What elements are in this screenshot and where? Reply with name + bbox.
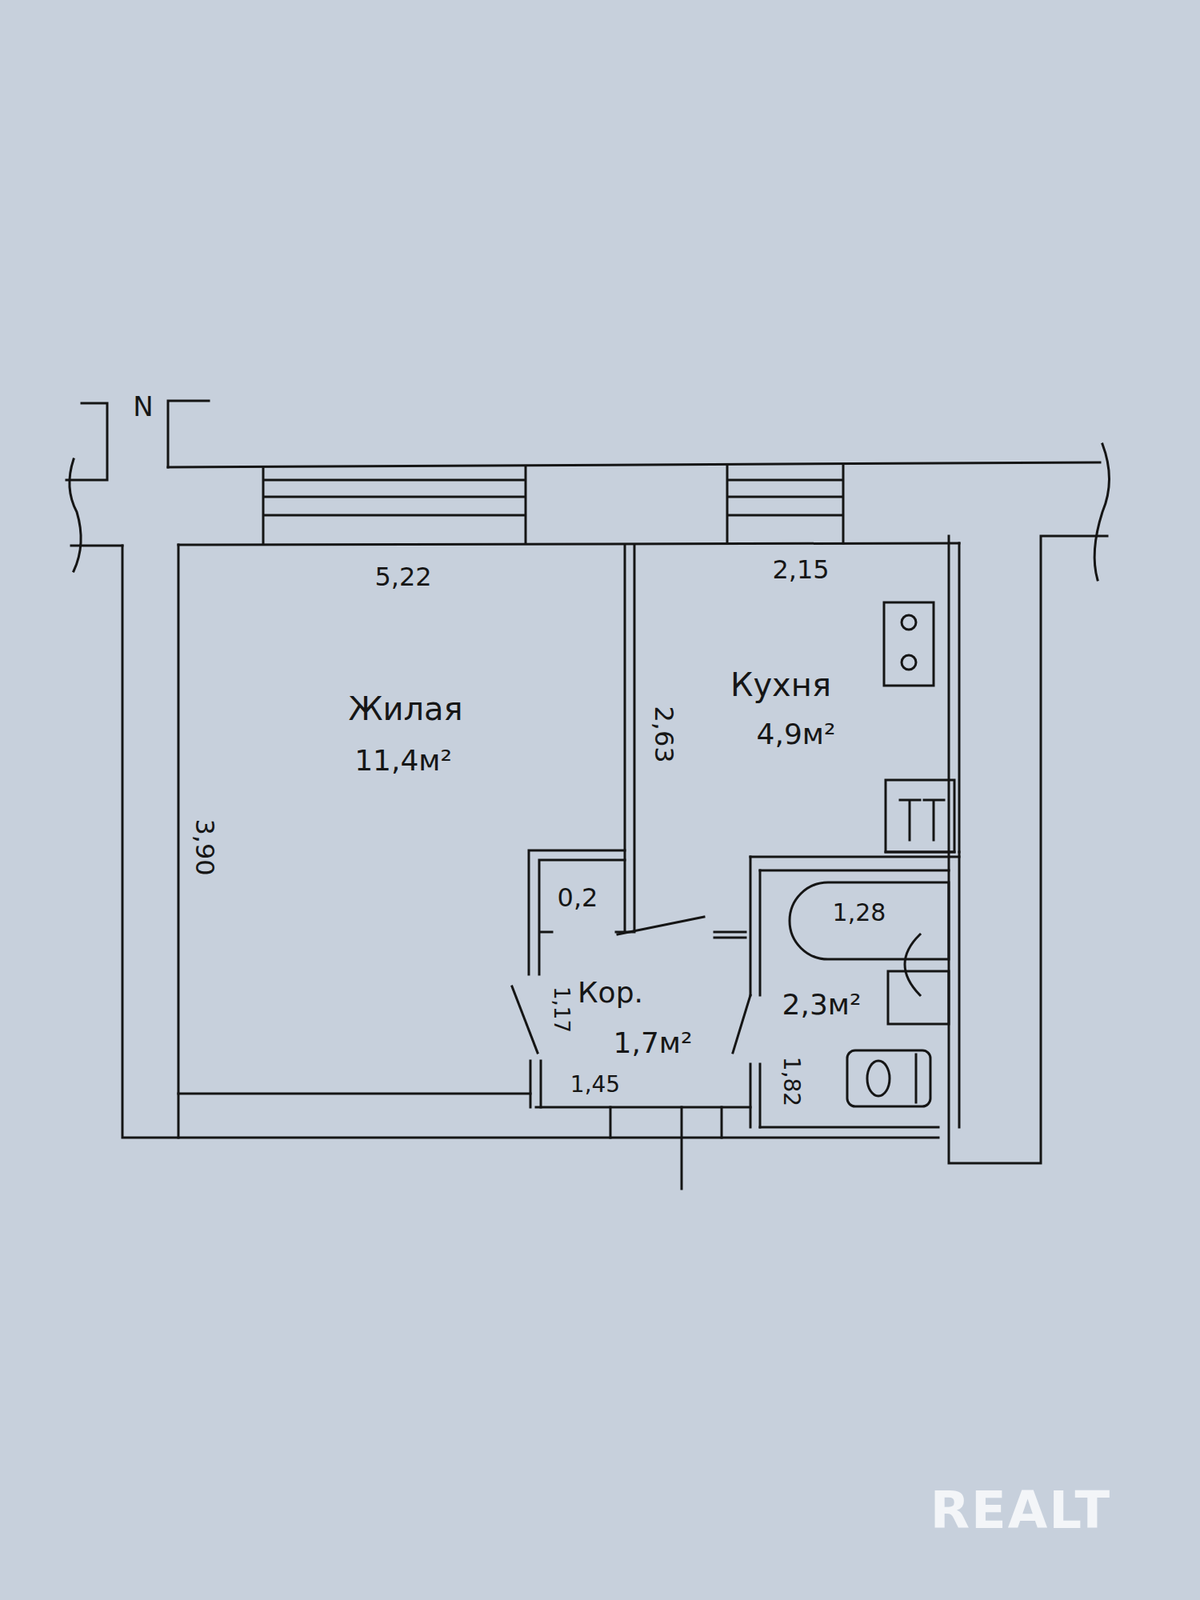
door-jamb [714, 932, 746, 938]
room-area: 2,3м² [782, 990, 862, 1020]
washbasin-symbol [888, 971, 949, 1024]
sink-symbol [885, 780, 955, 852]
window-symbol [263, 467, 526, 544]
closet-wall [528, 850, 625, 975]
stove-symbol [884, 602, 934, 686]
north-mark: N [132, 392, 153, 420]
stove-burner [901, 655, 916, 670]
wall-line [948, 536, 1108, 1164]
sink-symbol [900, 800, 944, 840]
room-name: Жилая [348, 692, 463, 725]
bath-wall [750, 856, 960, 871]
wall-line [536, 1106, 751, 1109]
room-name: Кухня [730, 668, 832, 701]
door-leaf [732, 995, 751, 1053]
room-area: 1,7м² [613, 1028, 693, 1058]
room-area: 0,2 [557, 884, 599, 911]
toilet-symbol [847, 1050, 931, 1107]
bathtub-symbol [789, 882, 949, 960]
toilet-symbol [867, 1060, 890, 1096]
wall-line [958, 543, 961, 852]
bath-wall [760, 852, 960, 1128]
break-mark [1094, 444, 1109, 580]
door-jamb [530, 1060, 541, 1108]
room-area: 11,4м² [354, 746, 452, 776]
wall-line [177, 544, 180, 1138]
shower-symbol [904, 934, 920, 996]
window-symbol [727, 464, 844, 544]
dimension-label: 1,82 [780, 1056, 803, 1107]
dimension-label: 1,28 [832, 900, 887, 925]
dimension-label: 2,63 [651, 705, 677, 763]
bath-wall [750, 856, 760, 1128]
wall-line [122, 545, 939, 1138]
entrance-mark [610, 1107, 722, 1189]
partition-wall [616, 545, 635, 932]
stove-burner [901, 615, 916, 630]
break-mark [69, 459, 81, 572]
door-leaf [512, 986, 538, 1053]
dimension-label: 2,15 [772, 556, 829, 583]
wall-line [71, 544, 123, 548]
dimension-label: 5,22 [374, 564, 432, 590]
walls [66, 400, 1110, 1189]
watermark: REALT [930, 1484, 1112, 1536]
room-name: Кор. [577, 978, 644, 1008]
kitchen-room: Кухня 4,9м² [634, 544, 960, 852]
wall-line [168, 462, 1100, 468]
door-leaf [617, 916, 704, 935]
room-area: 4,9м² [756, 720, 836, 749]
dimension-label: 3,90 [192, 818, 218, 876]
toilet-symbol [915, 1054, 918, 1103]
dimension-label: 1,45 [570, 1073, 620, 1096]
wall-line [178, 1092, 531, 1096]
wall-line [66, 403, 108, 480]
wall-line [168, 400, 209, 468]
dimension-label: 1,17 [551, 986, 572, 1033]
closet-room: 0,2 [539, 860, 625, 975]
